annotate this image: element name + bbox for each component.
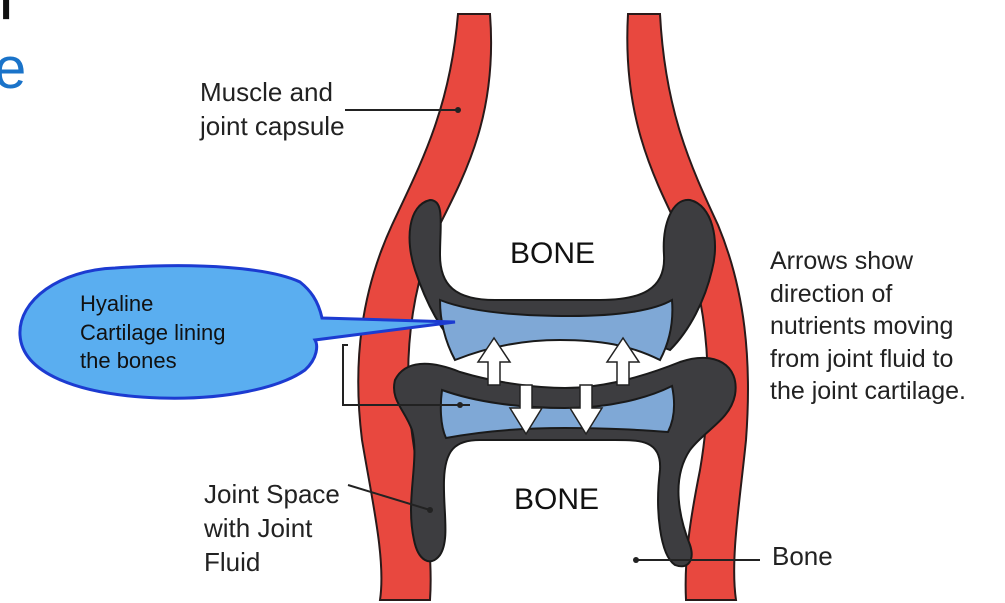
bone-leader-dot (633, 557, 639, 563)
corner-fragment-top: l (0, 0, 12, 30)
cartilage-callout-label: Hyaline Cartilage lining the bones (80, 290, 226, 376)
upper-bone-label: BONE (510, 237, 595, 271)
muscle-capsule-label: Muscle and joint capsule (200, 76, 345, 144)
muscle-leader-dot (455, 107, 461, 113)
corner-fragment-left: e (0, 35, 26, 102)
lower-dark-tissue (394, 358, 736, 566)
arrows-explanation-label: Arrows show direction of nutrients movin… (770, 245, 966, 408)
bone-label: Bone (772, 540, 833, 574)
joint-space-leader-dot (457, 402, 463, 408)
joint-space-label: Joint Space with Joint Fluid (204, 478, 340, 579)
joint-space-lower-dot (427, 507, 433, 513)
lower-bone-label: BONE (514, 483, 599, 517)
